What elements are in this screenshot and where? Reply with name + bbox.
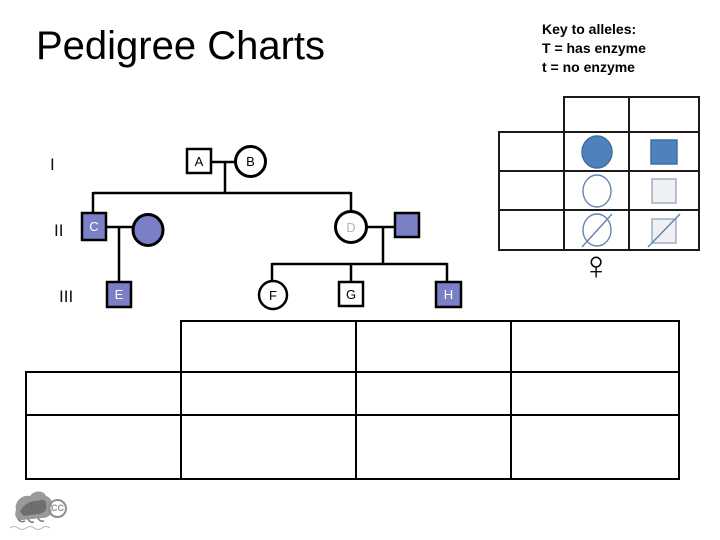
genotype-cell-r2c1	[25, 371, 182, 416]
genotype-header-cell-3	[510, 320, 680, 373]
allele-key-line-t: t = no enzyme	[542, 59, 635, 75]
individual-H-label: H	[444, 287, 453, 302]
individual-G: G	[337, 280, 365, 308]
individual-D-label: D	[346, 220, 355, 235]
individual-F-label: F	[269, 288, 277, 303]
filled-square-icon	[650, 138, 678, 165]
individual-E-label: E	[115, 287, 124, 302]
genotype-header-cell-1	[180, 320, 357, 373]
individual-D-spouse	[393, 211, 421, 239]
genotype-cell-r3c4	[510, 414, 680, 480]
individual-B-label: B	[246, 154, 255, 169]
key-cell-filled-square	[628, 131, 700, 172]
individual-E: E	[105, 280, 133, 309]
slashed-circle-icon	[580, 213, 613, 248]
individual-B: B	[234, 145, 267, 178]
key-cell-label-1	[498, 131, 565, 172]
cc-caption-squiggle	[9, 526, 51, 530]
genotype-header-cell-2	[355, 320, 512, 373]
genotype-table	[25, 320, 680, 480]
key-cell-empty-circle	[563, 170, 630, 211]
key-cell-label-3	[498, 209, 565, 251]
empty-circle-icon	[581, 173, 612, 208]
genotype-cell-r3c3	[355, 414, 512, 480]
key-cell-slashed-square	[628, 209, 700, 251]
key-cell-label-2	[498, 170, 565, 211]
empty-square-icon	[651, 177, 677, 204]
genotype-cell-r2c4	[510, 371, 680, 416]
individual-G-label: G	[346, 287, 356, 302]
lizard-logo-image	[9, 491, 53, 530]
genotype-cell-r2c3	[355, 371, 512, 416]
key-cell-header-square	[628, 96, 700, 133]
generation-label-III: III	[59, 287, 73, 306]
genotype-cell-r3c2	[180, 414, 357, 480]
individual-A-label: A	[195, 154, 204, 169]
generation-label-II: II	[54, 221, 63, 240]
allele-key-text: Key to alleles: T = has enzyme t = no en…	[542, 20, 646, 77]
genotype-cell-r2c2	[180, 371, 357, 416]
key-cell-filled-circle	[563, 131, 630, 172]
symbol-key-table	[498, 96, 700, 251]
pedigree-chart: I II III A B	[50, 145, 463, 311]
filled-circle-icon	[580, 134, 613, 169]
genotype-cell-r1c1-hidden	[26, 321, 181, 372]
allele-key-heading: Key to alleles:	[542, 21, 637, 37]
allele-key-line-T: T = has enzyme	[542, 40, 646, 56]
individual-C-spouse	[131, 213, 165, 247]
key-cell-header-circle	[563, 96, 630, 133]
slashed-square-icon	[647, 213, 681, 248]
genotype-cell-r3c1	[25, 414, 182, 480]
key-cell-slashed-circle	[563, 209, 630, 251]
pedigree-lines	[91, 160, 449, 283]
female-gender-symbol: ♀	[581, 244, 611, 288]
individual-D: D	[334, 210, 368, 244]
individual-C: C	[80, 211, 108, 242]
cc-attribution: CC	[8, 486, 98, 536]
individual-H: H	[434, 280, 463, 309]
individual-A: A	[185, 147, 213, 175]
individual-F: F	[257, 279, 289, 311]
page-title: Pedigree Charts	[36, 24, 326, 68]
key-cell-empty-square	[628, 170, 700, 211]
key-cell-r1c1-hidden	[499, 97, 564, 132]
cc-badge: CC	[48, 499, 67, 518]
generation-label-I: I	[50, 155, 55, 174]
individual-C-label: C	[89, 219, 98, 234]
